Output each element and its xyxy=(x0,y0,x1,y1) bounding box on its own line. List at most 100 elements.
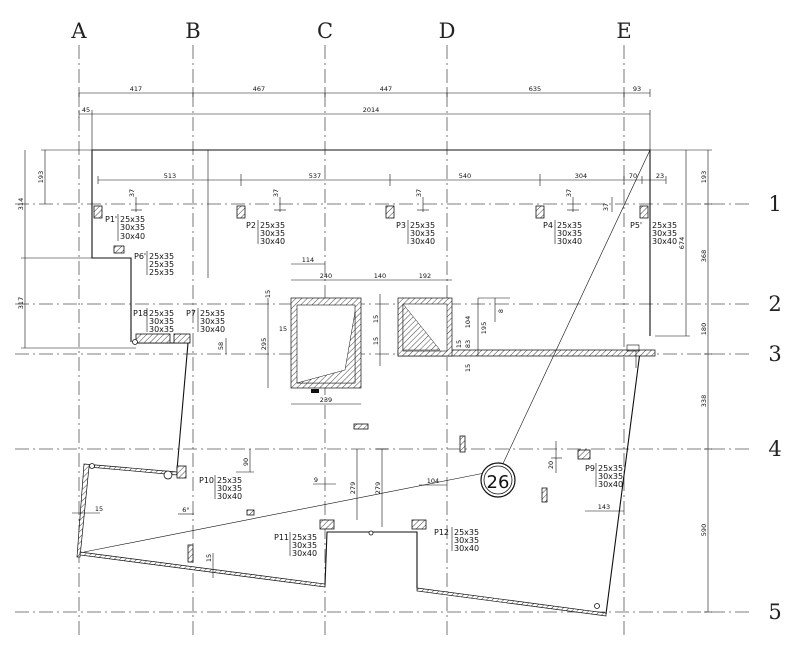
pillar-size-p10-a: 25x35 xyxy=(217,476,242,485)
section-marker-circle xyxy=(480,462,516,498)
pillar-tag-p5: P5' xyxy=(630,221,642,230)
dim-pillar-4: 304 xyxy=(575,172,587,180)
pillar-size-p5-a: 25x35 xyxy=(652,221,677,230)
pillar-size-p12-c: 30x40 xyxy=(454,544,479,553)
pillar-p5 xyxy=(639,205,649,219)
pillar-size-p2-b: 30x35 xyxy=(260,229,285,238)
dim-offset-3: 37 xyxy=(415,189,423,197)
grid-label-b: B xyxy=(185,19,200,43)
dim-left-1: 193 xyxy=(37,171,45,183)
dim-right-4: 180 xyxy=(700,323,708,335)
dim-misc-15b: 15 xyxy=(205,554,213,562)
pillar-size-p11-c: 30x40 xyxy=(292,549,317,558)
pillar-size-p11-b: 30x35 xyxy=(292,541,317,550)
dim-right-3: 368 xyxy=(700,250,708,262)
dim-right-1: 193 xyxy=(700,171,708,183)
dim-opening-right-2: 104 xyxy=(464,316,472,328)
dim-right-6: 590 xyxy=(700,524,708,536)
pillar-tag-p4: P4 xyxy=(543,221,553,230)
grid-label-3: 3 xyxy=(768,342,781,366)
grid-label-5: 5 xyxy=(768,600,781,624)
pillar-size-p3-b: 30x35 xyxy=(410,229,435,238)
dim-offset-2: 37 xyxy=(272,189,280,197)
pillar-size-p10-b: 30x35 xyxy=(217,484,242,493)
dim-opening-right-3: 195 xyxy=(480,322,488,334)
dim-misc-20: 20 xyxy=(547,461,555,469)
dim-pillar-6: 23 xyxy=(656,172,664,180)
pillar-size-p6-a: 25x35 xyxy=(149,252,174,261)
opening-left: 114 240 239 15 15 295 xyxy=(260,256,362,405)
pillar-tag-p2: P2 xyxy=(246,221,256,230)
pillar-size-p9-a: 25x35 xyxy=(598,464,623,473)
dim-overall-prefix: 45 xyxy=(82,106,90,114)
pillar-tag-p18: P18 xyxy=(133,309,148,318)
dim-right-5: 338 xyxy=(700,395,708,407)
dim-opening-side-3: 15 xyxy=(372,315,380,323)
pillar-size-p9-c: 30x40 xyxy=(598,480,623,489)
floor-outline xyxy=(76,149,656,617)
dim-opening-right-4: 15 xyxy=(455,340,463,348)
grid-label-d: D xyxy=(439,19,456,43)
pillar-size-p18-c: 30x35 xyxy=(149,325,174,334)
pillar-tag-p11: P11 xyxy=(274,533,289,542)
dim-pillar-5: 70 xyxy=(629,172,637,180)
dimension-left: 193 314 317 xyxy=(17,149,136,349)
grid-label-e: E xyxy=(616,19,631,43)
column-offset-dims: 37 37 37 37 37 xyxy=(128,189,613,212)
dim-misc-15a: 15 xyxy=(95,505,103,513)
dim-right-2: 674 xyxy=(678,237,686,249)
pillar-size-p11-a: 25x35 xyxy=(292,533,317,542)
dim-left-2: 314 xyxy=(17,198,25,210)
pillar-size-p2-a: 25x35 xyxy=(260,221,285,230)
dimension-overall: 45 2014 xyxy=(78,106,651,150)
dim-offset-4: 37 xyxy=(565,189,573,197)
dim-opening-side-1: 15 xyxy=(264,290,272,298)
pillar-size-p12-b: 30x35 xyxy=(454,536,479,545)
misc-dims: 58 90 20 143 279 279 104 9 6° 15 15 xyxy=(72,338,624,578)
pillar-size-p6-b: 25x35 xyxy=(149,260,174,269)
pillar-size-p1-a: 25x35 xyxy=(120,215,145,224)
pillar-p11 xyxy=(319,519,335,530)
dim-opening-right-1: 8 xyxy=(497,309,505,313)
pillar-size-p4-b: 30x35 xyxy=(557,229,582,238)
grid-label-c: C xyxy=(317,19,333,43)
dim-misc-279b: 279 xyxy=(374,482,382,494)
dim-misc-90: 90 xyxy=(242,458,250,466)
dim-opening-239: 239 xyxy=(320,396,332,404)
dim-offset-5: 37 xyxy=(602,203,610,211)
dim-misc-143: 143 xyxy=(598,503,610,511)
dimension-chain-top: 417 467 447 635 93 xyxy=(78,85,651,97)
pillar-tag-p6: P6' xyxy=(134,252,146,261)
pillar-size-p1-c: 30x40 xyxy=(120,232,145,241)
pillar-tag-p12: P12 xyxy=(434,528,449,537)
grid-rows: 1 2 3 4 5 xyxy=(15,192,782,624)
dim-opening-140: 140 xyxy=(374,272,386,280)
dim-opening-right-6: 15 xyxy=(464,364,472,372)
pillar-labels: P1' 25x35 30x35 30x40 P2 25x35 30x35 30x… xyxy=(105,214,677,558)
dim-pillar-3: 540 xyxy=(459,172,471,180)
dim-pillar-1: 513 xyxy=(164,172,176,180)
pillar-size-p4-c: 30x40 xyxy=(557,237,582,246)
dim-top-4: 635 xyxy=(529,85,541,93)
section-cut: 26 xyxy=(83,149,651,553)
pillar-p12 xyxy=(411,519,427,530)
pillar-tag-p3: P3 xyxy=(396,221,406,230)
pillar-size-p6-c: 25x35 xyxy=(149,268,174,277)
grid-label-2: 2 xyxy=(768,292,781,316)
dimension-pillar-chain: 513 537 540 304 70 23 xyxy=(97,172,667,186)
pillar-p7 xyxy=(173,333,191,344)
dim-top-5: 93 xyxy=(633,85,641,93)
pillar-p18 xyxy=(135,333,171,344)
dim-misc-angle: 6° xyxy=(182,506,189,514)
dim-pillar-2: 537 xyxy=(309,172,321,180)
pillar-size-p7-a: 25x35 xyxy=(200,309,225,318)
pillar-size-p7-c: 30x40 xyxy=(200,325,225,334)
dim-top-3: 447 xyxy=(380,85,392,93)
dim-misc-279a: 279 xyxy=(349,482,357,494)
pillar-size-p2-c: 30x40 xyxy=(260,237,285,246)
pillar-tag-p10: P10 xyxy=(199,476,214,485)
pillar-size-p3-c: 30x40 xyxy=(410,237,435,246)
dimension-right: 193 674 368 180 338 590 xyxy=(650,149,712,613)
